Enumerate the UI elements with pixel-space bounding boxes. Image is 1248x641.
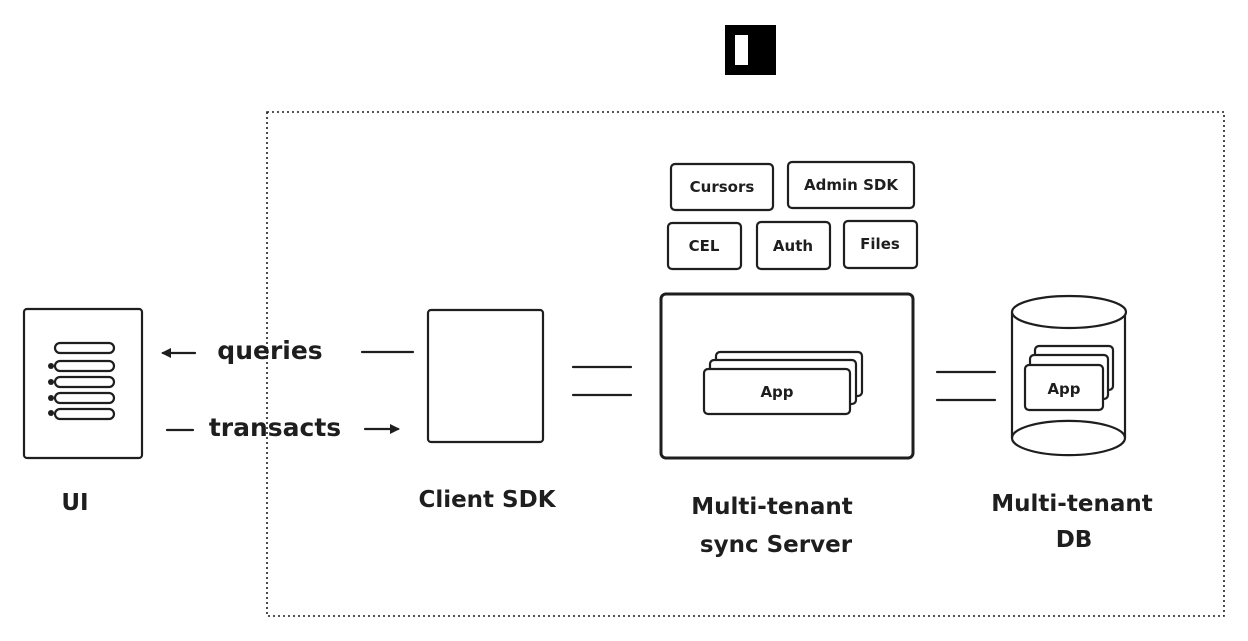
client-sdk-box — [426, 308, 545, 444]
feature-admin-sdk: Admin SDK — [786, 160, 916, 210]
db-label-line1: Multi-tenant — [991, 491, 1152, 517]
client-sdk-label: Client SDK — [418, 487, 556, 513]
sync-server-label-line1: Multi-tenant — [691, 494, 852, 520]
transacts-label: transacts — [209, 413, 341, 442]
ui-document-icon — [22, 307, 144, 460]
db-app-label: App — [1047, 380, 1080, 398]
ui-label: UI — [61, 490, 88, 516]
queries-label: queries — [217, 336, 322, 365]
auth-label: Auth — [773, 237, 813, 255]
admin-sdk-label: Admin SDK — [804, 176, 899, 194]
db-app-stack: App — [1023, 344, 1115, 412]
feature-files: Files — [842, 219, 919, 270]
sync-server-label-line2: sync Server — [700, 532, 853, 558]
files-label: Files — [860, 235, 900, 253]
cel-label: CEL — [689, 237, 720, 255]
feature-auth: Auth — [755, 220, 832, 271]
server-app-stack: App — [702, 350, 864, 416]
cursors-label: Cursors — [690, 178, 755, 196]
db-label-line2: DB — [1056, 527, 1093, 553]
feature-cel: CEL — [666, 221, 743, 271]
system-boundary — [266, 111, 1225, 617]
feature-cursors: Cursors — [669, 162, 775, 212]
server-app-label: App — [760, 383, 793, 401]
sdk-server-connector — [571, 365, 633, 397]
server-db-connector — [935, 370, 997, 402]
logo-mark — [725, 25, 776, 75]
